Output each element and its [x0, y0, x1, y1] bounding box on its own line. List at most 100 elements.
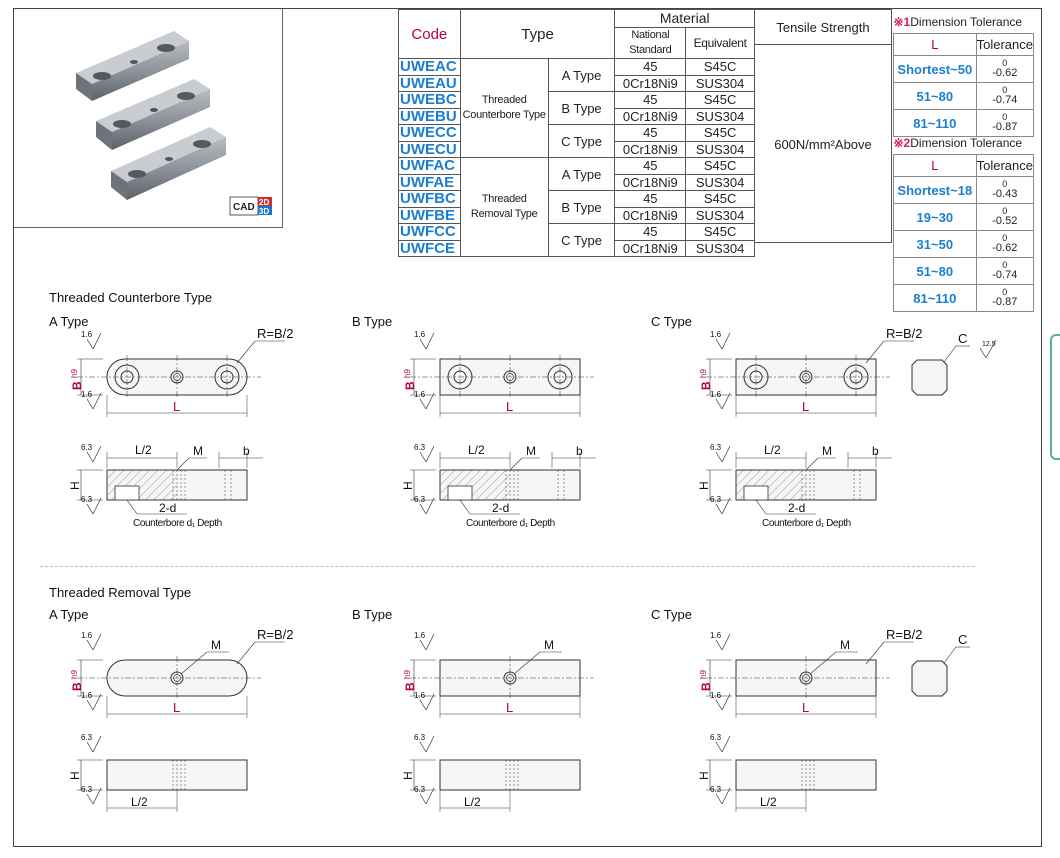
col-tensile: Tensile Strength: [755, 10, 891, 45]
tol-upper: 0: [1002, 206, 1008, 216]
tol-lower: -0.87: [992, 296, 1018, 308]
roughness-mark: [721, 693, 731, 711]
end-view: [911, 660, 948, 697]
roughness-label: 6.3: [414, 785, 426, 794]
code-uwebc[interactable]: UWEBC: [398, 91, 461, 109]
label-m: M: [193, 444, 203, 458]
leader: [236, 641, 256, 665]
cb-b-label: B Type: [352, 314, 393, 329]
roughness-mark: [86, 398, 94, 410]
dim-l-half: L/2: [135, 443, 152, 457]
roughness-mark: [86, 793, 94, 805]
roughness-label: 1.6: [710, 330, 722, 339]
cad-badge[interactable]: CAD 2D 3D: [229, 196, 272, 216]
roughness-label: 6.3: [81, 495, 93, 504]
dim-l: L: [506, 399, 513, 414]
roughness-mark: [92, 787, 102, 805]
roughness-mark: [419, 639, 427, 651]
dim-h9: h9: [403, 369, 412, 378]
dim-l: L: [802, 399, 809, 414]
roughness-mark: [419, 398, 427, 410]
tol-value-cell: 0-0.74: [975, 82, 1035, 110]
label-r: R=B/2: [886, 326, 923, 341]
tol2-col-tol: Tolerance: [975, 154, 1035, 177]
tol-upper: 0: [1002, 112, 1008, 122]
tol-value-cell: 0-0.87: [975, 109, 1035, 137]
leader: [459, 499, 471, 515]
dim-h9: h9: [403, 670, 412, 679]
counterbore-section: [447, 485, 473, 501]
roughness-label: 1.6: [710, 691, 722, 700]
roughness-mark: [419, 699, 427, 711]
roughness-mark: [425, 392, 435, 410]
tol-l-cell: 81~110: [893, 109, 977, 137]
roughness-mark: [715, 338, 723, 350]
product-photo: CAD 2D 3D: [14, 9, 283, 228]
dim-l-half: L/2: [131, 795, 148, 809]
dim-b: B: [403, 381, 417, 390]
tol-lower: -0.74: [992, 269, 1018, 281]
tol-lower: -0.74: [992, 94, 1018, 106]
roughness-label: 6.3: [81, 443, 93, 452]
dim-b: B: [699, 682, 713, 691]
roughness-mark: [425, 497, 435, 515]
code-uweau[interactable]: UWEAU: [398, 74, 461, 92]
dim-h9: h9: [699, 670, 708, 679]
roughness-label: 12.5: [982, 341, 996, 348]
roughness-label: 6.3: [414, 443, 426, 452]
roughness-label: 6.3: [710, 733, 722, 742]
dim-l-half: L/2: [464, 795, 481, 809]
tol-lower: -0.43: [992, 188, 1018, 200]
dim-h: H: [401, 771, 415, 780]
cad-2d: 2D: [259, 198, 269, 207]
label-counterbore-note: Counterbore d₁ Depth: [762, 518, 851, 529]
label-m: M: [544, 638, 554, 652]
roughness-mark: [86, 741, 94, 753]
leader: [513, 651, 541, 675]
dim-h: H: [697, 481, 711, 490]
code-uwfbc[interactable]: UWFBC: [398, 190, 461, 208]
roughness-mark: [715, 451, 723, 463]
roughness-mark: [721, 497, 731, 515]
col-national: National Standard: [614, 27, 687, 59]
label-m: M: [526, 444, 536, 458]
tol-upper: 0: [1002, 233, 1008, 243]
dim-l: L: [173, 399, 180, 414]
national-cell: 0Cr18Ni9: [614, 206, 687, 224]
roughness-label: 1.6: [81, 330, 93, 339]
col-code: Code: [398, 9, 461, 59]
roughness-mark: [86, 699, 94, 711]
label-m: M: [822, 444, 832, 458]
type-cell: B Type: [547, 91, 616, 125]
dim-h: H: [68, 481, 82, 490]
code-uwecu[interactable]: UWECU: [398, 140, 461, 158]
rm-b-label: B Type: [352, 607, 393, 622]
type-cell: A Type: [547, 58, 616, 92]
counterbore-section: [743, 485, 769, 501]
roughness-mark: [425, 332, 435, 350]
roughness-mark: [985, 339, 997, 359]
label-counterbore-note: Counterbore d₁ Depth: [466, 518, 555, 529]
roughness-mark: [86, 639, 94, 651]
side-tab[interactable]: [1050, 334, 1060, 460]
roughness-mark: [86, 451, 94, 463]
roughness-mark: [715, 741, 723, 753]
roughness-label: 1.6: [710, 390, 722, 399]
leader: [126, 499, 138, 515]
roughness-label: 6.3: [710, 785, 722, 794]
equivalent-cell: S45C: [685, 190, 755, 208]
dim-b: B: [70, 682, 84, 691]
code-uwfce[interactable]: UWFCE: [398, 239, 461, 257]
tol-upper: 0: [1002, 58, 1008, 68]
roughness-mark: [92, 392, 102, 410]
roughness-mark: [86, 338, 94, 350]
roughness-label: 1.6: [81, 691, 93, 700]
leader: [809, 651, 837, 675]
roughness-label: 6.3: [414, 733, 426, 742]
code-uweac[interactable]: UWEAC: [398, 58, 461, 76]
tol-lower: -0.87: [992, 121, 1018, 133]
national-cell: 0Cr18Ni9: [614, 239, 687, 257]
cad-3d: 3D: [259, 207, 269, 216]
roughness-label: 6.3: [710, 443, 722, 452]
